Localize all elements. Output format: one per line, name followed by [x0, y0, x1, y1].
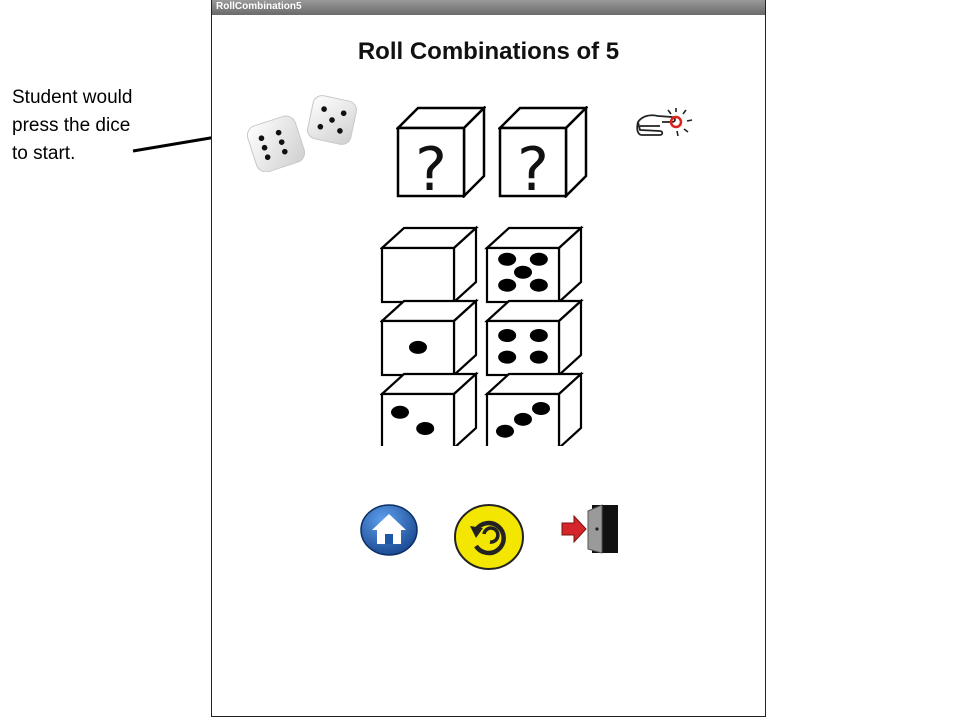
die-pip	[532, 402, 550, 416]
annotation-line-2: press the dice	[12, 115, 131, 136]
die-pip	[498, 329, 517, 343]
home-icon	[360, 504, 418, 556]
grid-die-6	[484, 371, 584, 446]
grid-die-4	[484, 298, 584, 378]
question-mark: ?	[517, 135, 549, 198]
dice-grid	[380, 225, 584, 446]
replay-icon	[454, 504, 524, 570]
question-mark: ?	[415, 135, 447, 198]
annotation-line-3: to start.	[12, 143, 76, 164]
grid-die-2	[484, 225, 584, 305]
app-window: RollCombination5 Roll Combinations of 5	[211, 0, 766, 717]
die-pip	[529, 350, 548, 364]
die-pip	[529, 278, 548, 292]
hint-button[interactable]	[632, 100, 704, 148]
home-button[interactable]	[360, 504, 418, 556]
die-pip	[498, 350, 517, 364]
die-pip	[514, 412, 532, 426]
die-pip	[529, 252, 548, 266]
dice-icon	[246, 95, 357, 173]
die-pip	[514, 265, 532, 279]
window-titlebar: RollCombination5	[212, 0, 765, 15]
question-die-2: ?	[496, 104, 590, 205]
grid-die-3	[380, 298, 479, 378]
die-pip	[416, 422, 435, 435]
replay-button[interactable]	[454, 504, 524, 570]
die-pip	[498, 278, 517, 292]
window-title: RollCombination5	[216, 1, 302, 12]
die-pip	[496, 424, 514, 438]
grid-die-1	[380, 225, 479, 305]
die-pip	[498, 252, 517, 266]
grid-die-5	[380, 371, 479, 446]
exit-button[interactable]	[560, 503, 620, 555]
die-pip	[529, 329, 548, 343]
annotation-text: Student would press the dice to start.	[12, 84, 187, 168]
exit-door-icon	[561, 504, 618, 554]
question-die-1: ?	[394, 104, 488, 205]
pointing-hand-icon	[636, 108, 693, 137]
annotation-line-1: Student would	[12, 87, 133, 108]
die-pip	[391, 405, 409, 419]
roll-dice-button[interactable]	[244, 92, 364, 173]
page-title: Roll Combinations of 5	[357, 38, 620, 65]
die-pip	[409, 340, 427, 354]
